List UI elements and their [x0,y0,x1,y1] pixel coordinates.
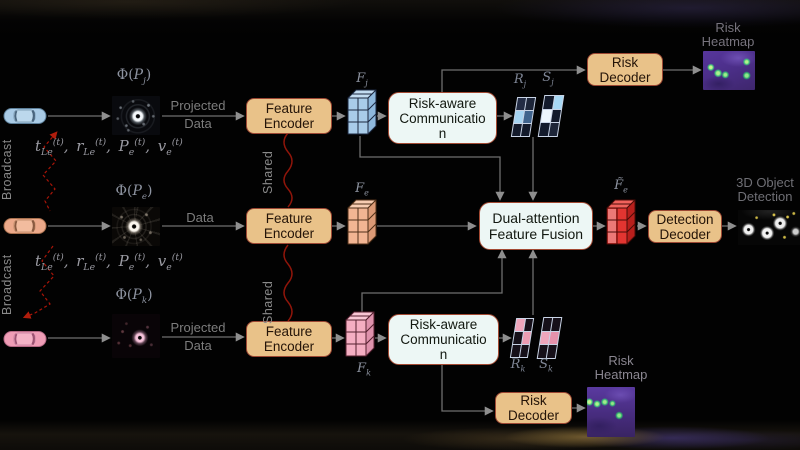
phi-pj-label: Φ(Pj) [116,67,152,86]
broadcast-label-bottom: Broadcast [0,254,14,316]
risk-decoder-box-top: Risk Decoder [587,53,663,86]
risk-heatmap-line2: Heatmap [594,367,648,382]
risk-heatmap-image-bottom [587,387,635,437]
object-detection-line2: Detection [737,189,793,204]
shared-label-top: Shared [261,150,275,194]
projected-data-line2: Data [184,338,212,353]
projected-data-line2: Data [184,116,212,131]
fused-feature-map [606,199,636,245]
sj-matrix-label: Sj [542,70,554,87]
request-map-rk [509,318,535,358]
feature-fj-label: Fj [356,71,368,88]
feature-encoder-box-e: Feature Encoder [246,208,332,244]
risk-heatmap-line1: Risk [715,20,741,35]
phi-pe-label: Φ(Pe) [115,183,153,202]
feature-fe-label: Fe [355,181,369,198]
dual-attention-fusion-box: Dual-attention Feature Fusion [479,202,593,250]
object-detection-label: 3D Object Detection [728,176,800,204]
risk-heatmap-image-top [703,51,755,90]
risk-comm-line3: n [438,125,447,141]
pointcloud-k-image [112,314,160,358]
data-label-middle: Data [186,210,214,225]
shared-label-bottom: Shared [261,280,275,324]
risk-comm-line1: Risk-aware [409,317,478,332]
pointcloud-e-image [112,207,160,246]
risk-decoder-box-bottom: Risk Decoder [495,392,572,424]
fused-feature-label: F̃e [614,178,628,195]
agent-k-car [3,331,47,347]
risk-heatmap-line1: Risk [608,353,634,368]
fusion-line1: Dual-attention [492,209,580,226]
risk-aware-communication-box-bottom: Risk-aware Communicatio n [388,314,499,365]
object-detection-line1: 3D Object [736,175,794,190]
ego-car [3,218,47,234]
detection-output-image [738,210,800,245]
risk-heatmap-line2: Heatmap [701,34,755,49]
feature-fk-label: Fk [357,361,371,378]
agent-j-car [3,108,47,124]
projected-data-label-top: Projected Data [156,99,240,131]
request-map-rj [510,97,537,137]
background-bottom-glow [0,420,800,450]
risk-comm-line2: Communicatio [400,332,487,347]
sk-matrix-label: Sk [539,357,553,374]
feature-encoder-box-k: Feature Encoder [246,321,332,357]
risk-comm-line1: Risk-aware [408,95,477,111]
background-top-glow [0,0,800,58]
rk-matrix-label: Rk [510,357,526,374]
broadcast-label-top: Broadcast [0,139,14,201]
broadcast-state-formula-bottom: tLe(t), rLe(t), Pe(t), ve(t) [35,252,183,273]
feature-map-e [347,199,377,245]
selection-map-sk [536,317,563,359]
selection-map-sj [537,95,565,137]
feature-encoder-box-j: Feature Encoder [246,98,332,134]
detection-decoder-box: Detection Decoder [648,210,722,243]
fusion-line2: Feature Fusion [488,226,584,242]
feature-map-k [345,311,375,357]
risk-heatmap-label-bottom: Risk Heatmap [582,354,660,382]
projected-data-label-bottom: Projected Data [156,321,240,353]
rj-matrix-label: Rj [513,72,527,89]
phi-pk-label: Φ(Pk) [115,287,153,306]
projected-data-line1: Projected [170,320,226,335]
risk-aware-communication-box-top: Risk-aware Communicatio n [388,92,497,144]
feature-map-j [347,89,377,135]
risk-comm-line2: Communicatio [399,110,486,126]
risk-comm-line3: n [439,347,448,362]
broadcast-state-formula-top: tLe(t), rLe(t), Pe(t), ve(t) [35,137,183,158]
projected-data-line1: Projected [170,98,226,113]
risk-heatmap-label-top: Risk Heatmap [688,21,768,49]
pointcloud-j-image [112,96,160,135]
